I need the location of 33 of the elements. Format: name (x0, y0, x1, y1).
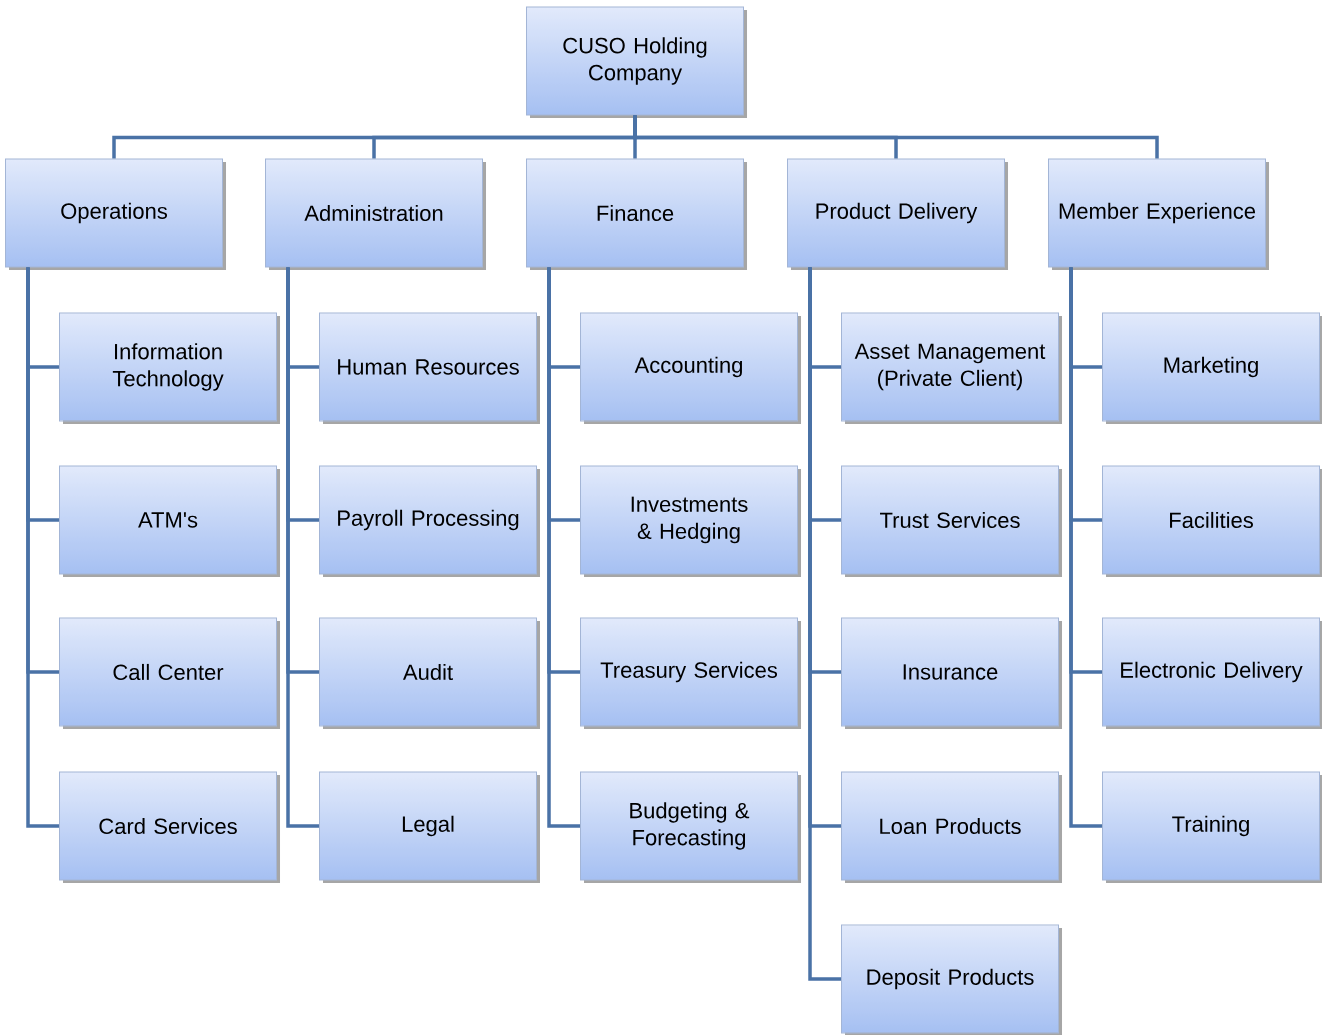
connector-line (808, 267, 841, 981)
connector-line (633, 115, 1159, 159)
org-box: Administration (265, 158, 486, 270)
org-box: CUSO Holding Company (526, 6, 747, 118)
org-box: Audit (319, 617, 540, 729)
org-box: Member Experience (1048, 158, 1269, 270)
org-box: Training (1102, 771, 1322, 883)
org-box: Operations (5, 158, 226, 270)
org-box: Treasury Services (580, 617, 801, 729)
org-box: Legal (319, 771, 540, 883)
org-box: Electronic Delivery (1102, 617, 1322, 729)
org-box: ATM's (59, 465, 280, 577)
connector-line (26, 267, 59, 828)
org-box: Deposit Products (841, 924, 1062, 1035)
org-box: Trust Services (841, 465, 1062, 577)
connector-line (1069, 267, 1102, 828)
org-box: Budgeting & Forecasting (580, 771, 801, 883)
org-box: Asset Management (Private Client) (841, 312, 1062, 424)
org-box: Information Technology (59, 312, 280, 424)
org-box: Facilities (1102, 465, 1322, 577)
org-box: Card Services (59, 771, 280, 883)
org-box: Payroll Processing (319, 465, 540, 577)
connector-line (286, 267, 319, 828)
connector-line (547, 267, 580, 828)
org-box: Insurance (841, 617, 1062, 729)
org-box: Human Resources (319, 312, 540, 424)
org-box: Investments & Hedging (580, 465, 801, 577)
org-box: Product Delivery (787, 158, 1008, 270)
org-box: Call Center (59, 617, 280, 729)
org-box: Accounting (580, 312, 801, 424)
org-box: Marketing (1102, 312, 1322, 424)
org-box: Loan Products (841, 771, 1062, 883)
org-box: Finance (526, 158, 747, 270)
